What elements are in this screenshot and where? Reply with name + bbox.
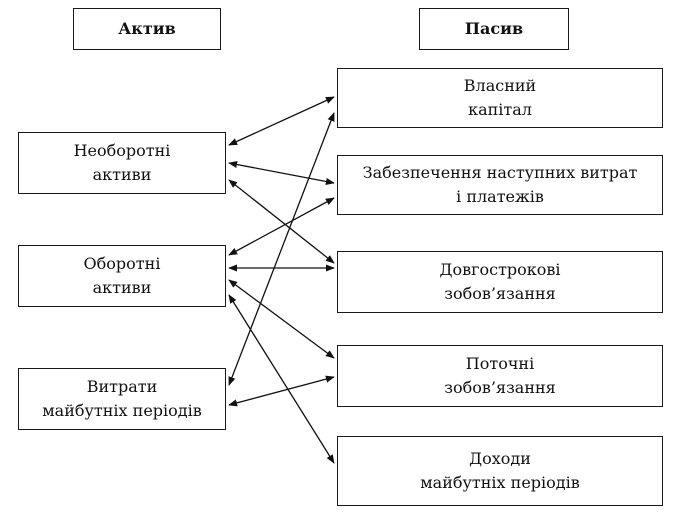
- box-potochni-line2: зобов’язання: [444, 378, 556, 397]
- box-vytraty-line2: майбутніх періодів: [42, 401, 202, 420]
- arrow-oborotni-zabezpechennia: [228, 197, 335, 256]
- box-oborotni-aktyvy: Оборотні активи: [18, 245, 226, 307]
- box-dokhody-line2: майбутніх періодів: [420, 473, 580, 492]
- box-dovhostrokovi-zoboviazannia: Довгострокові зобов’язання: [337, 251, 663, 313]
- box-oborotni-aktyvy-line1: Оборотні: [83, 254, 161, 273]
- box-vlasnyi-kapital-line1: Власний: [463, 76, 537, 95]
- box-oborotni-aktyvy-line2: активи: [92, 278, 152, 297]
- box-dovhostrokovi-line2: зобов’язання: [444, 284, 556, 303]
- arrow-oborotni-dokhody: [228, 294, 335, 464]
- pasyv-header-label: Пасив: [464, 19, 524, 38]
- arrow-vytraty-potochni: [228, 375, 335, 407]
- box-neoborotni-aktyvy-line2: активи: [92, 165, 152, 184]
- box-vlasnyi-kapital-line2: капітал: [468, 100, 532, 119]
- aktyv-header: Актив: [73, 8, 221, 50]
- pasyv-header: Пасив: [419, 8, 569, 50]
- box-neoborotni-aktyvy-line1: Необоротні: [73, 141, 171, 160]
- box-neoborotni-aktyvy: Необоротні активи: [18, 132, 226, 194]
- arrow-neoborotni-zabezpechennia: [228, 160, 335, 186]
- arrow-vytraty-vlasnyi: [228, 112, 335, 386]
- box-dokhody-maibutnikh-periodiv: Доходи майбутніх періодів: [337, 436, 663, 506]
- box-dovhostrokovi-line1: Довгострокові: [439, 260, 561, 279]
- box-potochni-zoboviazannia: Поточні зобов’язання: [337, 345, 663, 407]
- box-zabezpechennia-line1: Забезпечення наступних витрат: [362, 163, 638, 182]
- box-vytraty-line1: Витрати: [86, 377, 158, 396]
- arrow-neoborotni-vlasnyi: [228, 96, 335, 146]
- box-vytraty-maibutnikh-periodiv: Витрати майбутніх періодів: [18, 368, 226, 430]
- box-zabezpechennia-line2: і платежів: [456, 187, 544, 206]
- box-potochni-line1: Поточні: [465, 354, 535, 373]
- aktyv-header-label: Актив: [118, 19, 176, 38]
- box-vlasnyi-kapital: Власний капітал: [337, 68, 663, 128]
- box-dokhody-line1: Доходи: [469, 449, 531, 468]
- box-zabezpechennia: Забезпечення наступних витрат і платежів: [337, 155, 663, 215]
